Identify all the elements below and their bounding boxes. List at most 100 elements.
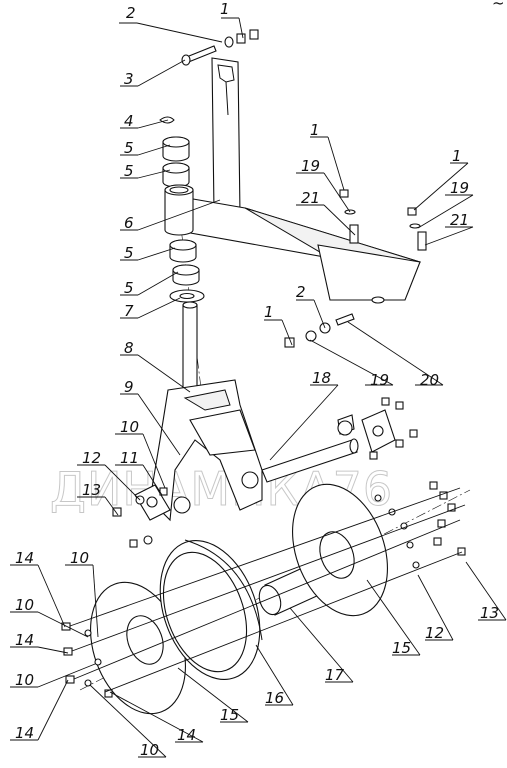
callout-number: 19 (370, 371, 389, 389)
callout-number: 14 (15, 631, 34, 649)
callout-leader (104, 496, 119, 516)
callout-number: 14 (177, 726, 196, 744)
callout-number: 16 (265, 689, 284, 707)
callout-number: 6 (124, 214, 134, 232)
callout-number: 14 (15, 724, 34, 742)
callout-leader (366, 579, 421, 656)
callout-number: 9 (124, 378, 134, 396)
callout-number: 14 (15, 549, 34, 567)
cotter-pin (159, 116, 175, 124)
callout-leader (417, 194, 474, 229)
callout-leader (37, 663, 96, 688)
callout-number: 1 (264, 303, 274, 321)
callout-number: 10 (70, 549, 89, 567)
callout-number: 13 (82, 481, 101, 499)
callout-number: 18 (312, 369, 331, 387)
callout-number: 5 (124, 139, 134, 157)
callout-number: 15 (392, 639, 411, 657)
tire (159, 539, 263, 681)
callout-leader (137, 247, 176, 261)
top-fasteners (181, 29, 259, 66)
callout-leader (109, 691, 204, 743)
callout-leader (465, 561, 507, 621)
callout-leader (347, 321, 444, 386)
callout-leader (142, 433, 166, 489)
callout-leader (269, 384, 339, 461)
callout-number: 2 (296, 283, 306, 301)
callout-number: 8 (124, 339, 134, 357)
callout-leader (238, 17, 244, 39)
callout-leader (137, 354, 191, 393)
callout-number: 12 (425, 624, 444, 642)
callout-number: 10 (140, 741, 159, 759)
callout-leader (281, 319, 293, 346)
callout-number: 11 (120, 449, 139, 467)
callout-leader (137, 119, 169, 129)
callout-number: 17 (325, 666, 345, 684)
callout-number: 10 (120, 418, 139, 436)
callout-number: 7 (124, 302, 134, 320)
frame-part-6 (169, 194, 421, 304)
callout-number: 1 (310, 121, 320, 139)
callout-leader (137, 199, 221, 231)
callout-number: 1 (220, 0, 230, 18)
callout-leader (37, 679, 69, 741)
callout-leader (37, 646, 69, 654)
callout-number: 21 (450, 211, 469, 229)
callout-number: 4 (124, 112, 134, 130)
corner-mark: ~ (492, 0, 505, 12)
bolt-paths (69, 487, 466, 693)
left-bracket (112, 484, 171, 548)
callout-leader (137, 393, 181, 456)
callout-number: 2 (126, 4, 136, 22)
callout-number: 15 (220, 706, 239, 724)
callout-leader (137, 271, 179, 296)
callout-number: 13 (480, 604, 499, 622)
callout-leader (137, 297, 181, 319)
right-hub-fasteners (374, 481, 466, 569)
callout-leader (323, 172, 351, 213)
callout-leader (413, 162, 469, 211)
callout-leader (89, 684, 167, 758)
callout-leader (309, 339, 394, 386)
callout-number: 10 (15, 596, 34, 614)
callout-number: 5 (124, 279, 134, 297)
right-bracket (337, 397, 418, 460)
callout-number: 5 (124, 244, 134, 262)
callout-number: 20 (420, 371, 439, 389)
callout-leader (92, 564, 99, 638)
axle-shaft (261, 438, 359, 483)
callout-leader (327, 136, 345, 191)
callout-leader (136, 22, 223, 43)
callout-leader (289, 607, 354, 683)
callout-leader (104, 464, 141, 501)
callout-number: 5 (124, 162, 134, 180)
callout-number: 3 (124, 70, 134, 88)
callout-leader (255, 644, 294, 706)
callout-leader (313, 299, 326, 329)
callout-leader (137, 59, 186, 87)
spindle (182, 301, 198, 391)
callout-number: 12 (82, 449, 101, 467)
callout-leader (137, 144, 171, 156)
lower-fasteners (284, 313, 355, 348)
callout-leader (424, 226, 474, 246)
callout-leader (137, 169, 171, 179)
callout-leader (142, 464, 163, 496)
callout-number: 10 (15, 671, 34, 689)
right-hub-disk (292, 483, 388, 617)
callout-number: 19 (301, 157, 320, 175)
callout-leader (417, 574, 454, 641)
callout-number: 19 (450, 179, 469, 197)
callout-leader (323, 204, 356, 236)
stem-plate (211, 57, 241, 216)
callout-leader (37, 564, 66, 628)
callout-number: 1 (452, 147, 462, 165)
callout-leader (177, 667, 249, 723)
callout-leader (37, 611, 89, 638)
callout-number: 21 (301, 189, 320, 207)
frame-bolts (339, 189, 427, 251)
